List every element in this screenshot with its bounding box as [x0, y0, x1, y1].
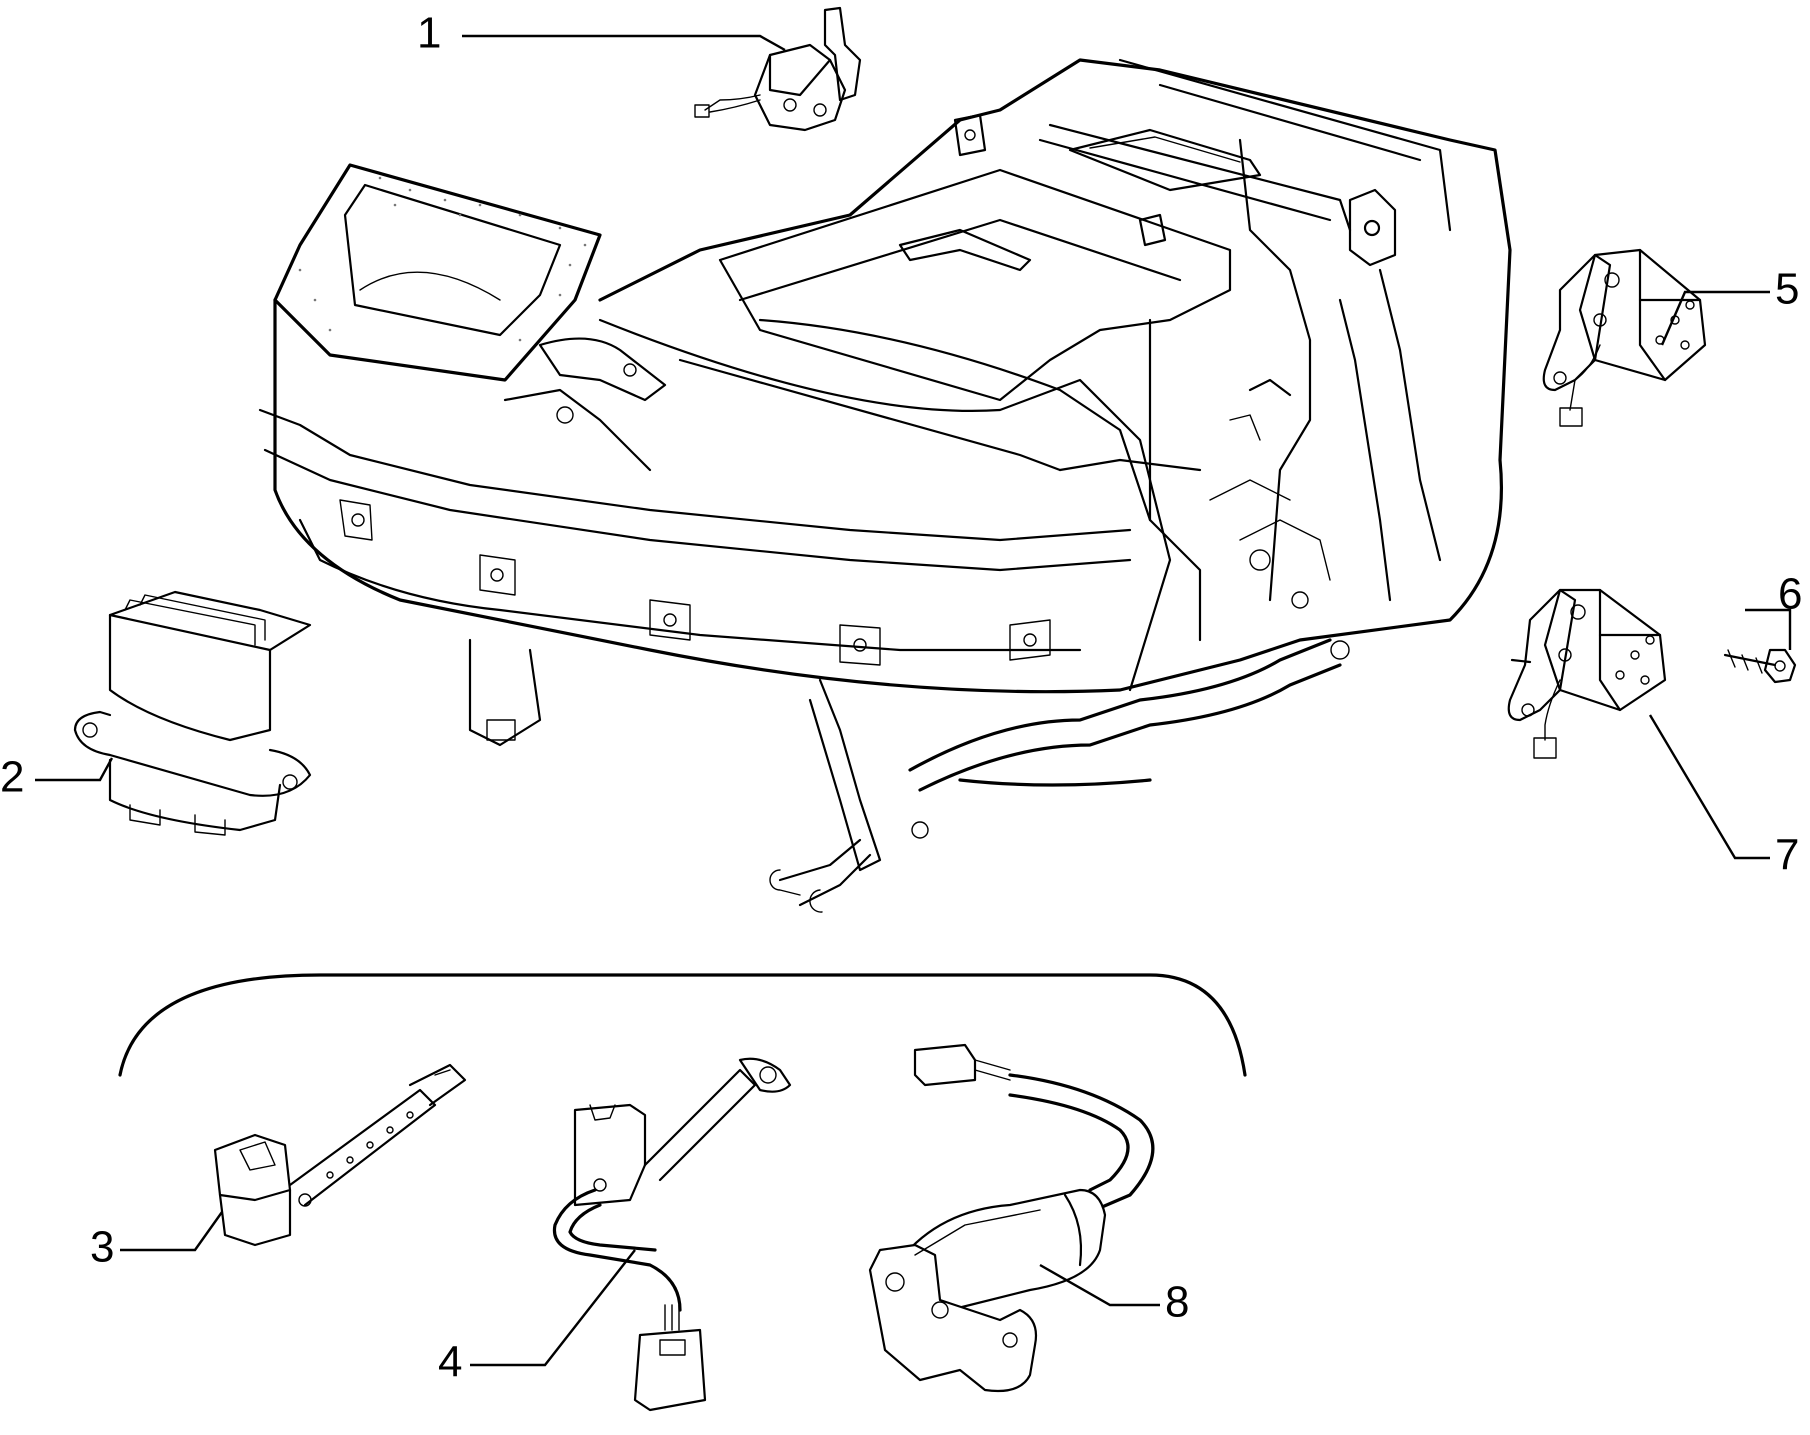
- callout-7: 7: [1775, 831, 1799, 880]
- part-8-actuator-motor: [868, 1043, 1155, 1393]
- leader-4: [470, 1249, 636, 1367]
- part-1-actuator: [694, 6, 862, 132]
- leader-8: [1039, 1263, 1160, 1307]
- part-5-relay: [1542, 248, 1707, 427]
- leader-1: [462, 34, 786, 52]
- leader-7: [1648, 714, 1770, 860]
- part-2-resistor: [73, 590, 312, 836]
- part-7-relay: [1507, 588, 1667, 759]
- callout-3: 3: [90, 1223, 114, 1272]
- callout-5: 5: [1775, 265, 1799, 314]
- callout-6: 6: [1778, 570, 1802, 619]
- part-6-screw: [1723, 648, 1797, 684]
- leader-lines: [35, 34, 1792, 1367]
- hvac-housing: [258, 58, 1512, 913]
- callout-2: 2: [0, 753, 24, 802]
- leader-6: [1745, 608, 1792, 650]
- leader-3: [120, 1211, 223, 1252]
- leader-5: [1660, 290, 1770, 346]
- callout-4: 4: [438, 1338, 462, 1387]
- callout-1: 1: [417, 9, 441, 58]
- group-bracket: [118, 973, 1247, 1077]
- part-3-sensor: [213, 1063, 467, 1247]
- callout-8: 8: [1165, 1278, 1189, 1327]
- part-4-sensor: [552, 1057, 792, 1412]
- inlet-duct: [273, 163, 602, 382]
- leader-2: [35, 757, 114, 782]
